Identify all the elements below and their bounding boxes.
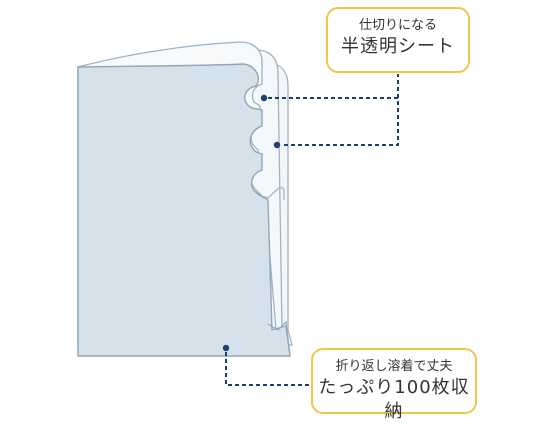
callout-bottom-line1: 折り返し溶着で丈夫 xyxy=(335,359,453,374)
welded-fold xyxy=(267,320,291,357)
front-sheet xyxy=(77,63,291,357)
callout-top-line1: 仕切りになる xyxy=(358,18,437,33)
callout-bottom-line2: たっぷり100枚収納 xyxy=(318,377,470,422)
leader-line-bottom xyxy=(222,344,311,386)
callout-top-line2: 半透明シート xyxy=(341,36,455,57)
callout-translucent-sheet: 仕切りになる 半透明シート xyxy=(326,7,470,73)
callout-welded-fold: 折り返し溶着で丈夫 たっぷり100枚収納 xyxy=(311,348,477,422)
leader-line-top xyxy=(260,74,399,149)
